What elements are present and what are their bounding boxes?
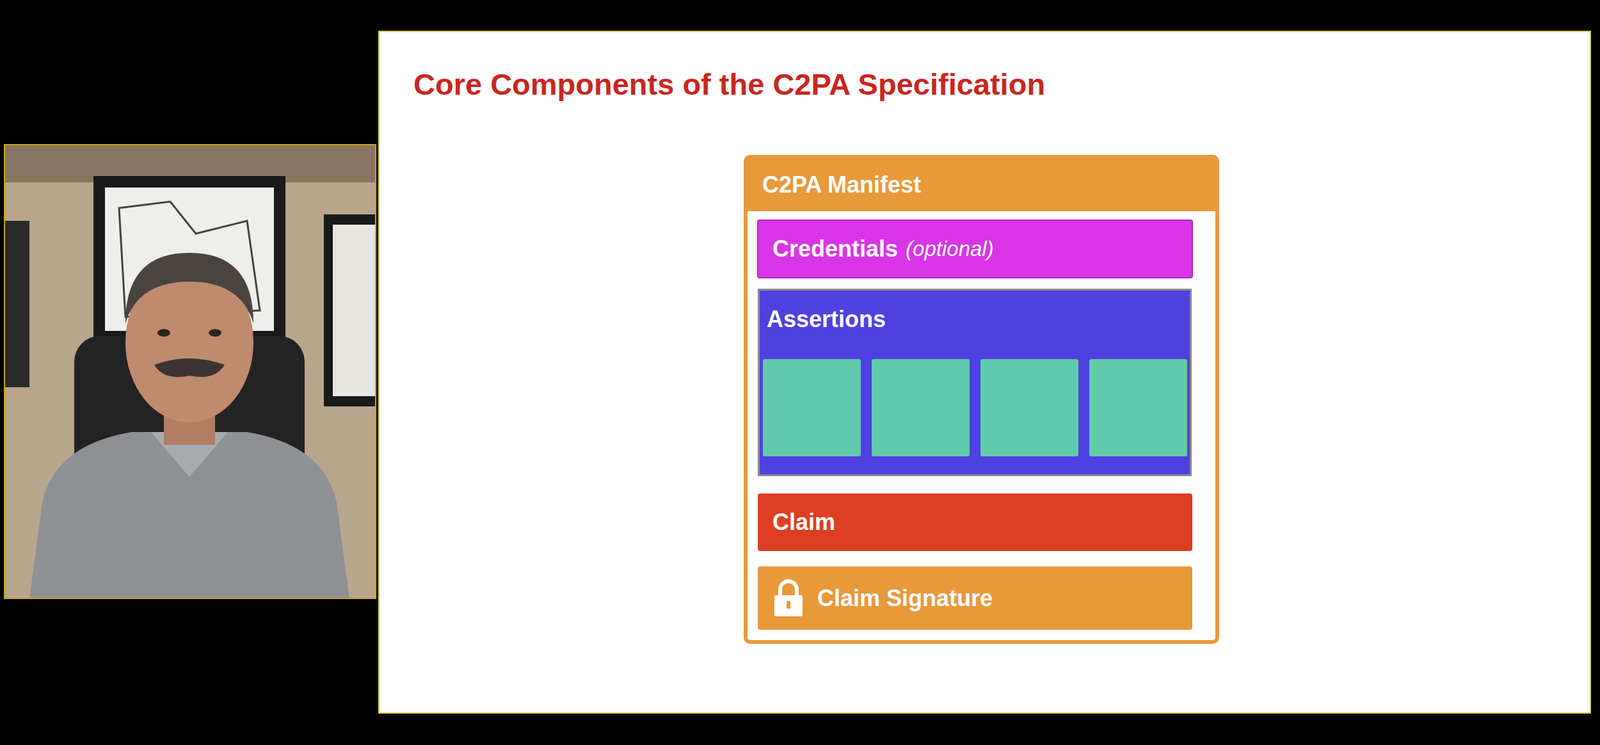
picture-frame: [323, 214, 377, 407]
padlock-shackle: [780, 581, 797, 596]
assertion-tile: [762, 359, 861, 457]
assertions-band: Assertions: [757, 288, 1192, 477]
shelf: [3, 220, 30, 388]
picture-mat: [332, 224, 377, 397]
box-label: Claim: [772, 508, 836, 536]
hair: [125, 252, 254, 324]
box-label: C2PA Manifest: [747, 158, 1216, 212]
speaker-video: [3, 144, 377, 600]
box-label: Assertions: [766, 305, 886, 333]
claim-band: Claim: [757, 493, 1193, 552]
box-note: (optional): [905, 236, 994, 262]
assertion-tile: [1089, 359, 1188, 457]
slide-title: Core Components of the C2PA Specificatio…: [413, 66, 1046, 102]
video-border: [4, 144, 376, 599]
room-wall: [3, 144, 377, 600]
padlock-body: [774, 595, 803, 617]
box-label: Claim Signature: [817, 584, 993, 612]
manifest-box: C2PA ManifestCredentials (optional) Assert…: [743, 154, 1220, 644]
padlock-keyhole: [786, 600, 791, 609]
credentials-band: Credentials (optional): [757, 219, 1193, 279]
claim-signature-band: Claim Signature: [757, 566, 1193, 630]
grey-shirt: [29, 432, 350, 600]
moustache: [154, 358, 225, 377]
eye: [157, 328, 171, 337]
box-label: Credentials: [772, 235, 898, 263]
padlock-icon: [772, 579, 805, 618]
assertion-tile: [871, 359, 970, 457]
assertion-tile: [980, 359, 1079, 457]
eye: [208, 328, 222, 337]
